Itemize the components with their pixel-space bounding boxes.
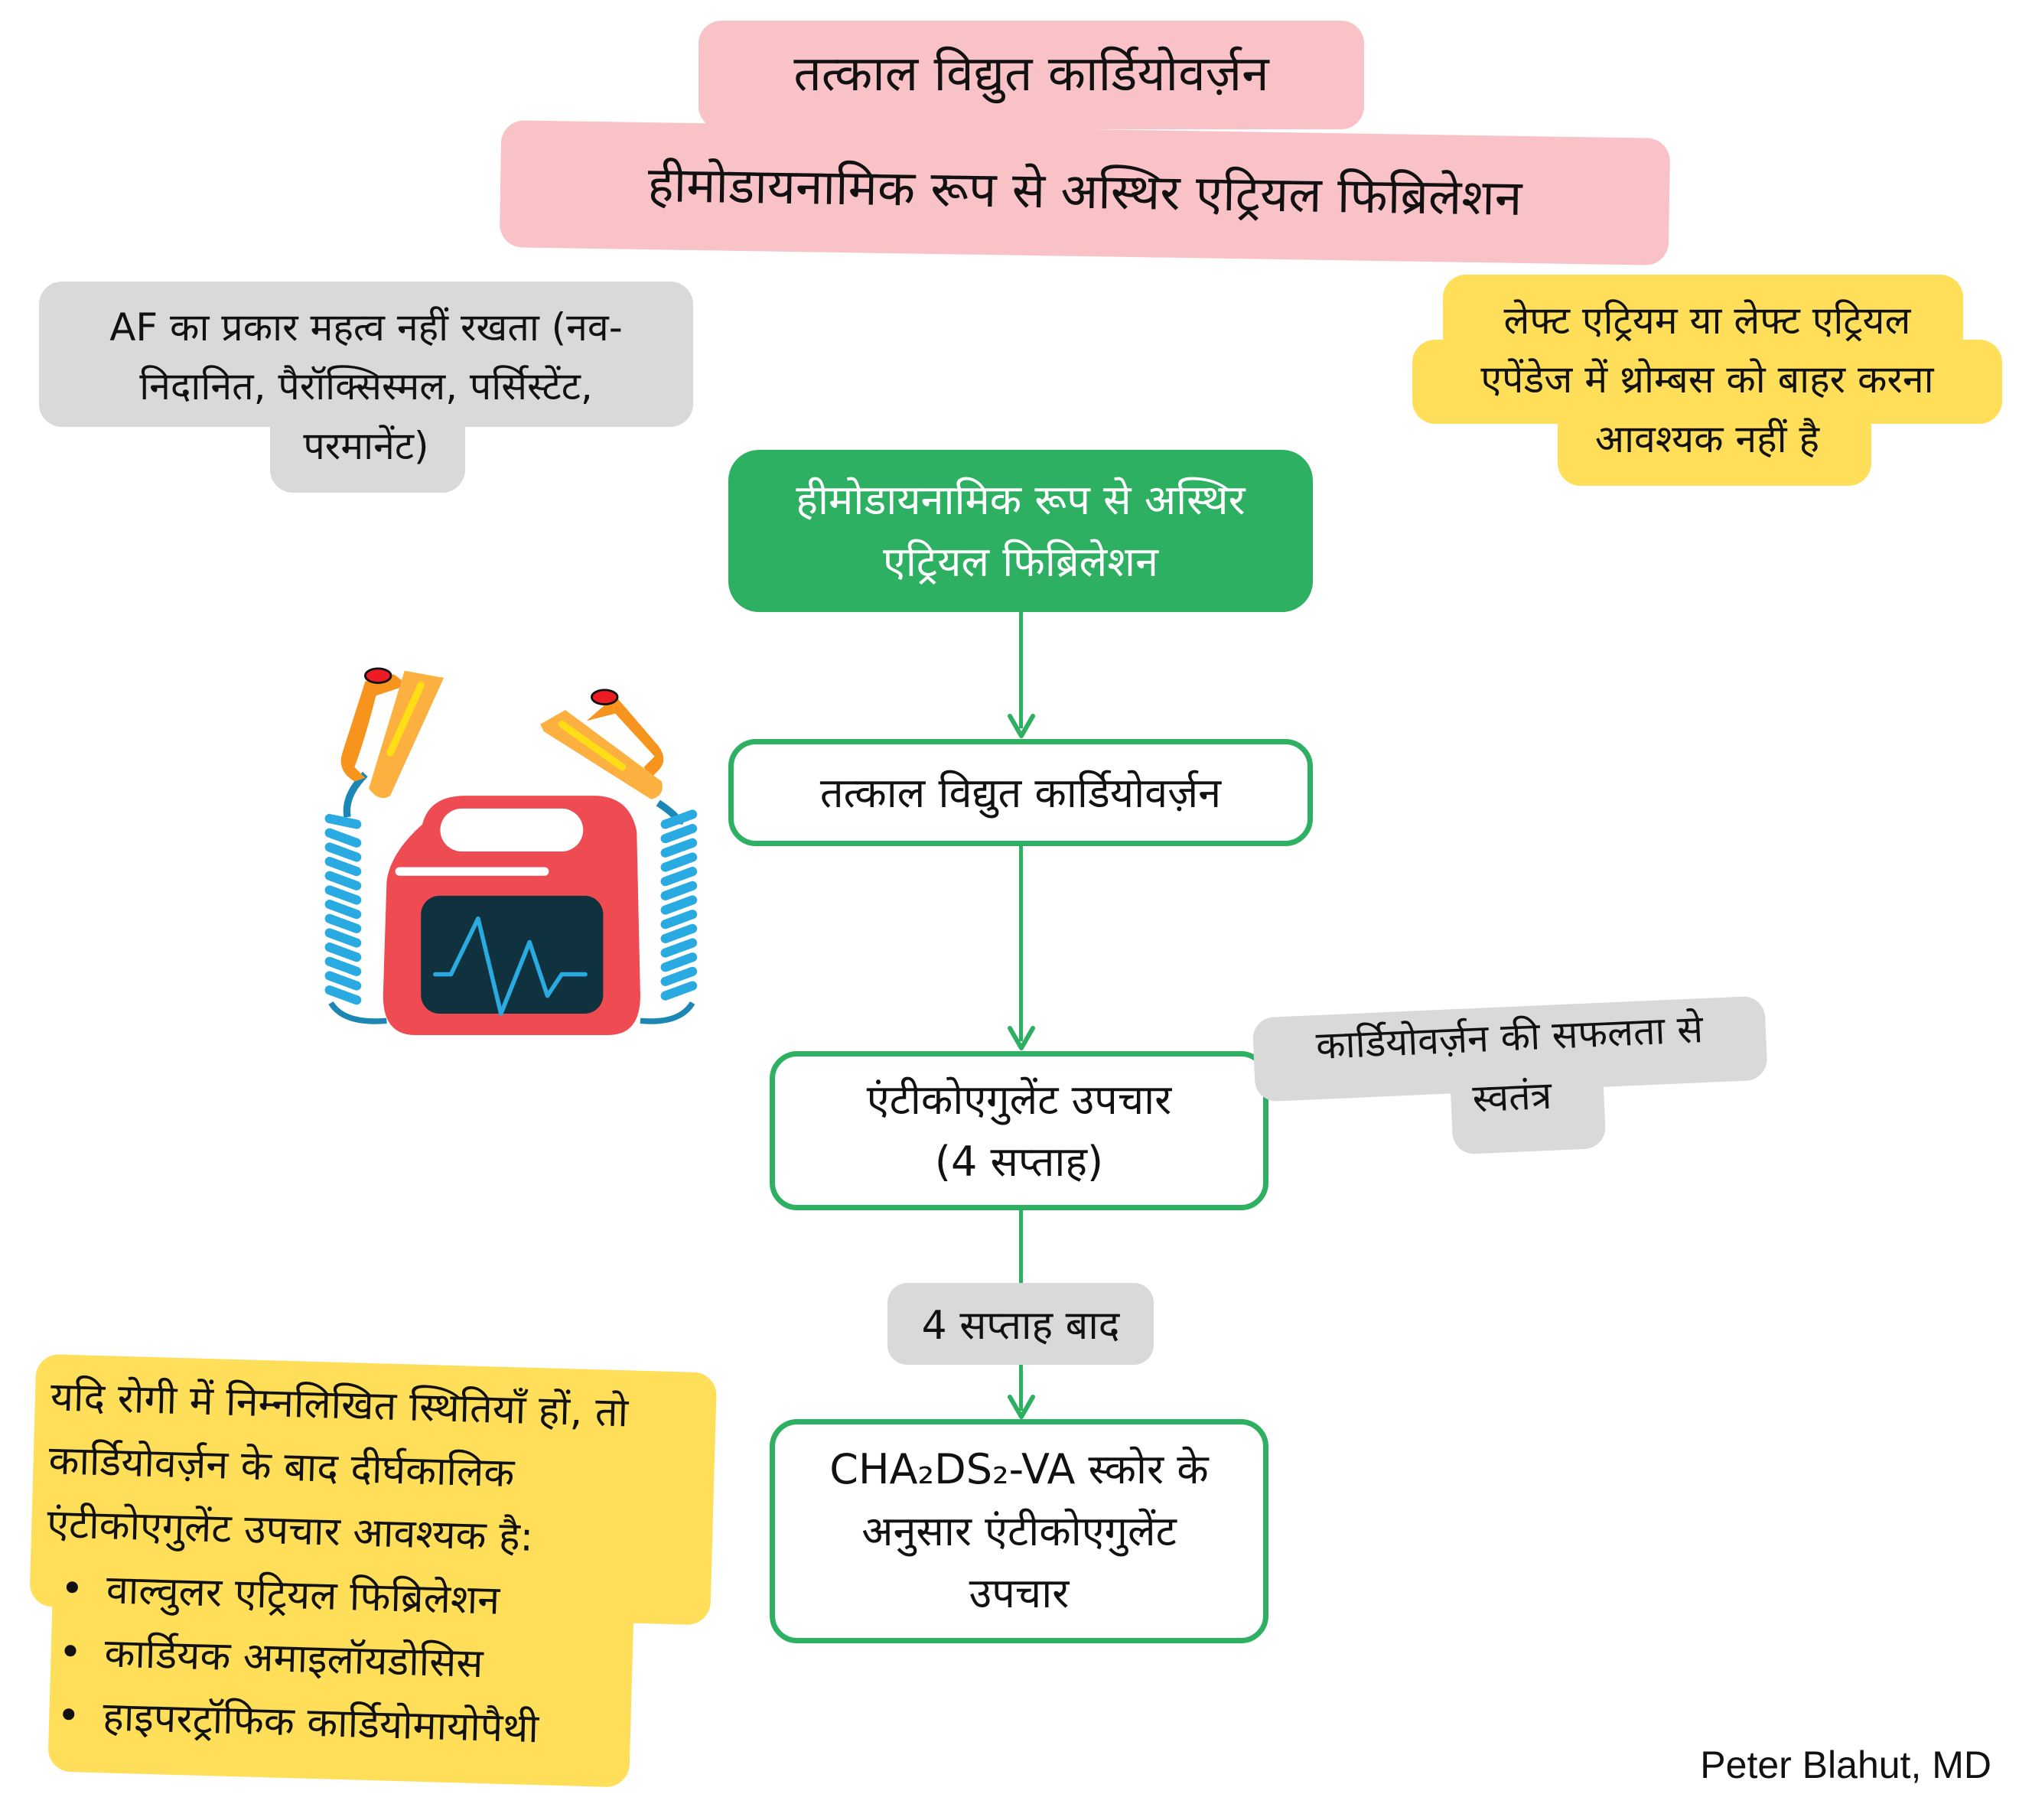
note-line: AF का प्रकार महत्व नहीं रखता (नव-	[109, 304, 623, 350]
flow-node-score-anticoag: CHA₂DS₂-VA स्कोर के अनुसार एंटीकोएगुलेंट…	[770, 1419, 1268, 1643]
flow-connector	[1019, 1365, 1023, 1411]
af-type-note: AF का प्रकार महत्व नहीं रखता (नव- निदानि…	[39, 282, 693, 493]
bullet-icon: •	[56, 1692, 81, 1740]
defibrillator-icon	[324, 667, 698, 1035]
long-term-anticoag-note: यदि रोगी में निम्नलिखित स्थितियाँ हों, त…	[9, 1338, 731, 1792]
note-background	[270, 396, 465, 493]
arrow-head-icon	[1008, 1395, 1035, 1419]
node-line: एंटीकोएगुलेंट उपचार	[866, 1076, 1172, 1124]
author-credit: Peter Blahut, MD	[1700, 1743, 1991, 1786]
title-secondary-text: हीमोडायनामिक रूप से अस्थिर एट्रियल फिब्र…	[647, 157, 1522, 228]
note-line: लेफ्ट एट्रियम या लेफ्ट एट्रियल	[1503, 298, 1911, 343]
node-line: तत्काल विद्युत कार्डियोवर्ज़न	[819, 768, 1222, 817]
note-line: स्वतंत्र	[1471, 1073, 1553, 1121]
independent-note: कार्डियोवर्ज़न की सफलता से स्वतंत्र	[1252, 980, 1771, 1163]
flow-connector	[1019, 1210, 1023, 1283]
flow-node-anticoag-4-weeks: एंटीकोएगुलेंट उपचार (4 सप्ताह)	[770, 1051, 1268, 1210]
label-text: 4 सप्ताह बाद	[921, 1303, 1120, 1349]
note-line: निदानित, पैरॉक्सिस्मल, पर्सिस्टेंट,	[139, 364, 593, 409]
node-line: अनुसार एंटीकोएगुलेंट	[861, 1507, 1177, 1555]
arrow-head-icon	[1008, 1026, 1035, 1050]
node-line: एट्रियल फिब्रिलेशन	[883, 538, 1158, 586]
node-line: (4 सप्ताह)	[934, 1138, 1104, 1186]
condition-list: •वाल्वुलर एट्रियल फिब्रिलेशन •कार्डियक अ…	[41, 1557, 757, 1767]
bullet-icon: •	[60, 1565, 85, 1613]
flow-node-cardioversion: तत्काल विद्युत कार्डियोवर्ज़न	[728, 739, 1313, 846]
flow-connector	[1019, 612, 1023, 728]
node-line: CHA₂DS₂-VA स्कोर के	[829, 1445, 1209, 1493]
arrow-head-icon	[1008, 714, 1035, 738]
note-line: परमानेंट)	[303, 423, 429, 468]
note-line: आवश्यक नहीं है	[1594, 416, 1820, 461]
title-primary-text: तत्काल विद्युत कार्डियोवर्ज़न	[793, 46, 1269, 103]
title-secondary: हीमोडायनामिक रूप से अस्थिर एट्रियल फिब्र…	[499, 120, 1671, 265]
node-line: हीमोडायनामिक रूप से अस्थिर	[796, 476, 1246, 524]
flow-node-unstable-af: हीमोडायनामिक रूप से अस्थिर एट्रियल फिब्र…	[728, 450, 1313, 612]
bullet-icon: •	[57, 1629, 83, 1676]
flow-connector	[1019, 846, 1023, 1041]
node-line: उपचार	[969, 1569, 1070, 1617]
title-primary: तत्काल विद्युत कार्डियोवर्ज़न	[698, 21, 1364, 129]
la-thrombus-note: लेफ्ट एट्रियम या लेफ्ट एट्रियल एपेंडेज म…	[1412, 275, 2002, 486]
after-4-weeks-label: 4 सप्ताह बाद	[887, 1283, 1154, 1365]
note-line: कार्डियोवर्ज़न की सफलता से	[1314, 1007, 1705, 1069]
note-line: एपेंडेज में थ्रोम्बस को बाहर करना	[1480, 357, 1934, 402]
note-background	[1558, 405, 1871, 486]
